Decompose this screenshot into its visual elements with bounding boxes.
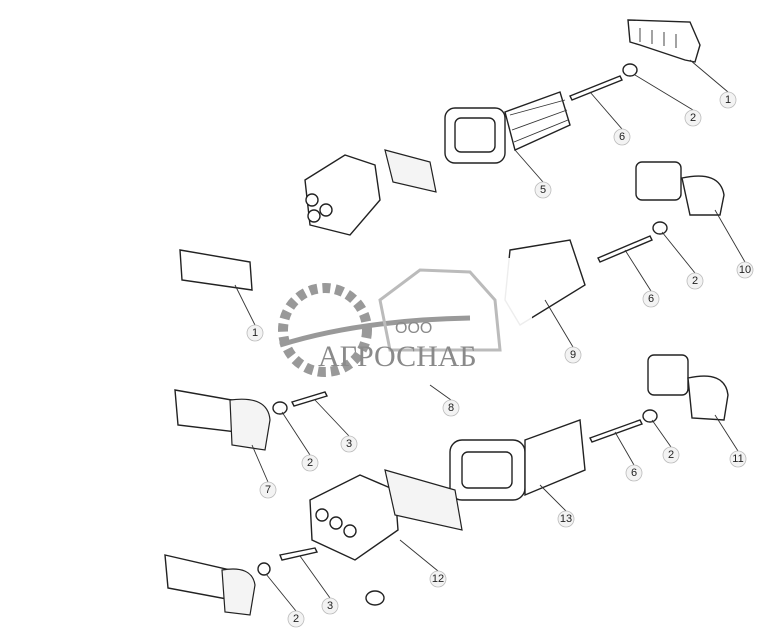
terminal-3-bottom (279, 547, 319, 561)
leader-lines (234, 59, 746, 612)
leader-line (689, 59, 729, 93)
callout-7: 7 (259, 481, 277, 499)
svg-text:1: 1 (725, 94, 731, 106)
seal-2-mid (652, 221, 668, 235)
callout-8: 8 (442, 399, 460, 417)
svg-text:2: 2 (668, 449, 674, 461)
leader-line (399, 539, 439, 572)
leader-line (265, 573, 297, 612)
leader-line (299, 555, 331, 599)
callout-3: 3 (321, 597, 339, 615)
leader-line (614, 431, 635, 466)
leader-line (624, 249, 652, 292)
terminal-3 (291, 391, 328, 407)
leader-line (661, 231, 696, 274)
svg-text:11: 11 (732, 453, 743, 465)
leader-line (634, 74, 694, 111)
connector-housing-5 (444, 91, 571, 164)
callout-5: 5 (534, 181, 552, 199)
callout-2: 2 (301, 454, 319, 472)
seal-2-bottom (257, 562, 271, 576)
terminal-lock-10 (635, 161, 725, 216)
terminal-pin-6-mid (597, 235, 653, 263)
seal-2-low (642, 409, 658, 423)
callout-2: 2 (287, 610, 305, 628)
terminal-lock-11 (647, 354, 729, 421)
svg-text:9: 9 (570, 349, 576, 361)
leader-line (589, 91, 623, 130)
connector-body-8 (304, 149, 437, 236)
svg-text:2: 2 (692, 275, 698, 287)
plug-bottom (365, 590, 385, 606)
leader-line (281, 411, 311, 456)
svg-text:3: 3 (346, 438, 352, 450)
callout-2: 2 (684, 109, 702, 127)
terminal-pin-6-top (569, 75, 623, 101)
callout-12: 12 (429, 570, 447, 588)
callout-13: 13 (557, 510, 575, 528)
terminal-pin-6-low (589, 419, 643, 443)
leader-line (714, 209, 746, 263)
svg-text:6: 6 (619, 131, 625, 143)
callout-11: 11 (729, 450, 747, 468)
callout-1: 1 (719, 91, 737, 109)
leader-line (539, 484, 567, 512)
leader-line (544, 299, 574, 348)
callout-1: 1 (246, 324, 264, 342)
svg-text:7: 7 (265, 484, 271, 496)
leader-line (429, 384, 452, 401)
leader-line (314, 399, 350, 437)
leader-line (651, 419, 672, 448)
svg-text:2: 2 (307, 457, 313, 469)
seal-2-left (272, 401, 288, 415)
watermark-prefix: ООО (395, 320, 432, 337)
terminal-lock-bottom (164, 554, 256, 616)
svg-text:2: 2 (690, 112, 696, 124)
connector-housing-13 (449, 419, 586, 501)
svg-text:8: 8 (448, 402, 454, 414)
callout-6: 6 (613, 128, 631, 146)
callout-2: 2 (662, 446, 680, 464)
watermark-name: АГРОСНАБ (318, 340, 477, 373)
svg-text:6: 6 (631, 467, 637, 479)
svg-text:10: 10 (739, 264, 751, 276)
terminal-lock-7 (174, 389, 271, 451)
svg-text:12: 12 (432, 573, 444, 585)
callout-10: 10 (736, 261, 754, 279)
svg-text:3: 3 (327, 600, 333, 612)
leader-line (714, 414, 739, 452)
leader-line (514, 149, 544, 183)
leader-line (234, 284, 256, 326)
svg-text:6: 6 (648, 293, 654, 305)
svg-text:13: 13 (560, 513, 572, 525)
connector-body-12 (309, 469, 463, 561)
callout-6: 6 (625, 464, 643, 482)
svg-text:1: 1 (252, 327, 258, 339)
leader-line (251, 444, 269, 483)
terminal-lock-1-left (179, 249, 253, 291)
watermark-logo: ООО АГРОСНАБ (272, 258, 532, 383)
callout-9: 9 (564, 346, 582, 364)
svg-text:2: 2 (293, 613, 299, 625)
svg-text:5: 5 (540, 184, 546, 196)
callout-6: 6 (642, 290, 660, 308)
terminal-lock-1-top (627, 19, 701, 63)
callout-2: 2 (686, 272, 704, 290)
seal-2-top (622, 63, 638, 77)
callout-3: 3 (340, 435, 358, 453)
